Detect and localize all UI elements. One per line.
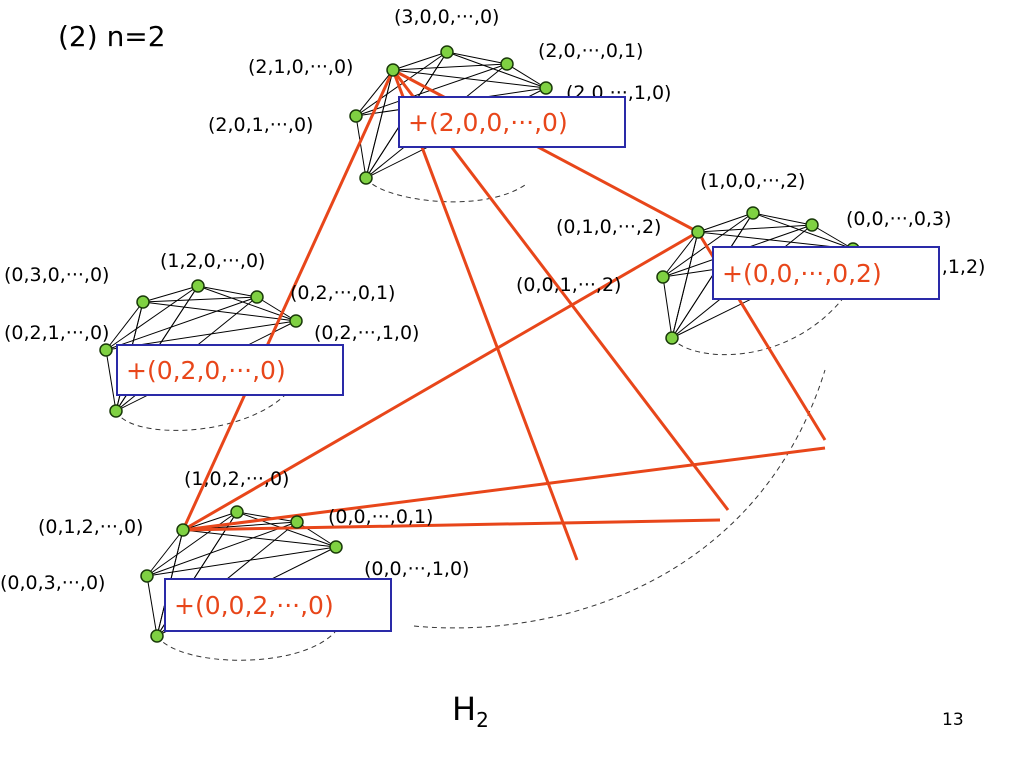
cluster-edge <box>296 521 337 548</box>
cluster-edge <box>142 296 258 303</box>
cluster-edge <box>392 69 547 89</box>
graph-node <box>290 515 304 529</box>
cluster-edge <box>146 521 298 577</box>
node-label: (1,0,0,···,2) <box>700 170 806 192</box>
cluster-edge <box>146 511 238 577</box>
node-label: (0,1,0,···,2) <box>556 216 662 238</box>
cluster-edge <box>146 529 184 577</box>
graph-node <box>665 331 679 345</box>
node-label: (2,0,1,···,0) <box>208 114 314 136</box>
graph-node <box>176 523 190 537</box>
offset-box-right: +(0,0,···,0,2) <box>712 246 940 300</box>
cluster-edge <box>446 51 547 89</box>
cluster-edge <box>236 511 298 523</box>
connector-line <box>181 69 395 531</box>
cluster-edge <box>752 212 813 226</box>
graph-node <box>500 57 514 71</box>
dashed-path <box>115 394 286 431</box>
graph-node <box>289 314 303 328</box>
cluster-edge <box>182 511 238 531</box>
graph-node <box>656 270 670 284</box>
cluster-edge <box>355 51 448 117</box>
graph-node <box>250 290 264 304</box>
cluster-edge <box>671 231 699 339</box>
graph-node <box>440 45 454 59</box>
cluster-edge <box>355 69 394 117</box>
page-number: 13 <box>942 710 964 730</box>
cluster-edge <box>392 51 448 71</box>
graph-node <box>691 225 705 239</box>
graph-node <box>349 109 363 123</box>
cluster-edge <box>105 349 117 412</box>
cluster-edge <box>142 301 297 322</box>
connector-line <box>182 446 826 532</box>
node-label: (0,0,3,···,0) <box>0 572 106 594</box>
cluster-edge <box>392 63 508 71</box>
connector-line <box>182 230 699 532</box>
graph-node <box>805 218 819 232</box>
graph-node <box>109 404 123 418</box>
graph-name-subscript: 2 <box>476 708 489 732</box>
graph-node <box>746 206 760 220</box>
cluster-edge <box>662 212 754 278</box>
node-label: (0,0,···,0,3) <box>846 208 952 230</box>
cluster-edge <box>105 296 258 351</box>
graph-node <box>99 343 113 357</box>
graph-name: H2 <box>452 690 489 732</box>
graph-node <box>191 279 205 293</box>
dashed-path <box>413 369 826 629</box>
cluster-edge <box>365 69 394 179</box>
node-label: (0,0,···,1,0) <box>364 558 470 580</box>
cluster-edge <box>256 296 297 322</box>
node-label: (2,0,···,0,1) <box>538 40 644 62</box>
cluster-edge <box>752 212 854 250</box>
graph-node <box>539 81 553 95</box>
cluster-edge <box>146 575 158 637</box>
graph-node <box>359 171 373 185</box>
node-label: (3,0,0,···,0) <box>394 6 500 28</box>
cluster-edge <box>811 224 854 250</box>
node-label: (1,0,2,···,0) <box>184 468 290 490</box>
node-label: (0,2,1,···,0) <box>4 322 110 344</box>
node-label: (0,0,···,0,1) <box>328 506 434 528</box>
cluster-edge <box>697 212 754 233</box>
node-label: (0,2,···,1,0) <box>314 322 420 344</box>
graph-node <box>136 295 150 309</box>
cluster-edge <box>355 115 367 179</box>
graph-name-base: H <box>452 690 477 728</box>
node-label: (0,1,2,···,0) <box>38 516 144 538</box>
cluster-edge <box>506 63 547 89</box>
cluster-edge <box>697 224 813 233</box>
node-label: (2,1,0,···,0) <box>248 56 354 78</box>
node-label: (0,0,1,···,2) <box>516 274 622 296</box>
connector-line <box>182 518 721 532</box>
graph-node <box>150 629 164 643</box>
graph-node <box>230 505 244 519</box>
node-label: (0,2,···,0,1) <box>290 282 396 304</box>
cluster-edge <box>662 276 673 339</box>
dashed-path <box>671 291 849 356</box>
cluster-edge <box>142 285 199 303</box>
cluster-edge <box>105 301 144 351</box>
cluster-edge <box>197 285 258 298</box>
node-label: (0,3,0,···,0) <box>4 264 110 286</box>
graph-node <box>140 569 154 583</box>
graph-node <box>329 540 343 554</box>
connector-line <box>391 69 579 561</box>
dashed-path <box>365 177 526 203</box>
offset-box-left: +(0,2,0,···,0) <box>116 344 344 396</box>
cluster-edge <box>146 546 337 577</box>
offset-box-top: +(2,0,0,···,0) <box>398 96 626 148</box>
cluster-edge <box>662 231 699 278</box>
cluster-edge <box>105 285 199 351</box>
node-label: (1,2,0,···,0) <box>160 250 266 272</box>
cluster-edge <box>446 51 508 65</box>
graph-node <box>386 63 400 77</box>
offset-box-bottom: +(0,0,2,···,0) <box>164 578 392 632</box>
dashed-path <box>156 631 336 661</box>
slide-title: (2) n=2 <box>58 20 166 53</box>
